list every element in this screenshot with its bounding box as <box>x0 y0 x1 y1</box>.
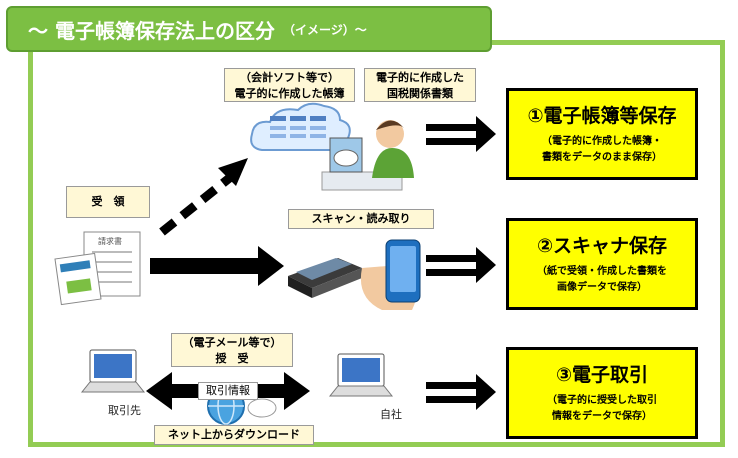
label-line: （会計ソフト等で） <box>240 71 339 84</box>
category-desc: 画像データで保存） <box>557 282 647 293</box>
category-scanner: ②スキャナ保存 （紙で受領・作成した書類を 画像データで保存） <box>506 218 698 310</box>
dashed-arrow-icon <box>159 158 248 236</box>
label-line: 電子的に作成した帳簿 <box>234 87 345 100</box>
double-line-arrow-icon <box>426 247 496 283</box>
tax-documents-label: 電子的に作成した 国税関係書類 <box>364 68 476 102</box>
category-desc: （紙で受領・作成した書類を <box>537 266 667 277</box>
invoice-header-text: 請求書 <box>98 236 122 246</box>
label-line: 電子的に作成した <box>376 71 464 84</box>
solid-arrow-icon <box>150 246 284 286</box>
category-title: ③電子取引 <box>555 364 649 386</box>
download-label: ネット上からダウンロード <box>154 425 314 445</box>
category-desc: （電子的に作成した帳簿・ <box>542 136 662 147</box>
cloud-small-icon <box>247 398 277 418</box>
accounting-software-label: （会計ソフト等で） 電子的に作成した帳簿 <box>224 68 355 102</box>
partner-laptop-icon <box>80 349 146 393</box>
category-desc: 情報をデータで保存） <box>552 411 652 422</box>
smartphone-icon <box>360 239 421 310</box>
category-desc: （電子的に授受した取引 <box>547 395 657 406</box>
own-company-label: 自社 <box>380 407 402 421</box>
category-electronic-transaction: ③電子取引 （電子的に授受した取引 情報をデータで保存） <box>506 347 698 439</box>
category-title: ①電子帳簿等保存 <box>527 105 677 127</box>
label-line: （電子メール等で） <box>182 336 282 349</box>
paper-documents-icon: 請求書 <box>54 231 141 306</box>
category-desc: 書類をデータのまま保存） <box>542 152 662 163</box>
email-exchange-label: （電子メール等で） 授 受 <box>171 333 293 367</box>
category-title: ②スキャナ保存 <box>536 235 668 257</box>
partner-label: 取引先 <box>108 403 141 417</box>
label-line: 授 受 <box>215 352 249 365</box>
label-line: 国税関係書類 <box>387 87 453 100</box>
title-main: 〜 電子帳簿保存法上の区分 <box>28 18 275 43</box>
title-sub: （イメージ）〜 <box>282 22 367 37</box>
transaction-info-tag: 取引情報 <box>198 382 258 400</box>
receipt-label: 受 領 <box>66 186 150 218</box>
page-title: 〜 電子帳簿保存法上の区分 （イメージ）〜 <box>6 6 492 52</box>
category-electronic-books: ①電子帳簿等保存 （電子的に作成した帳簿・ 書類をデータのまま保存） <box>506 88 698 180</box>
double-line-arrow-icon <box>426 116 496 152</box>
own-company-laptop-icon <box>328 353 394 397</box>
scanner-icon <box>288 258 362 298</box>
scan-label: スキャン・読み取り <box>288 209 434 229</box>
double-line-arrow-icon <box>426 374 496 410</box>
person-at-computer-icon <box>321 120 414 191</box>
